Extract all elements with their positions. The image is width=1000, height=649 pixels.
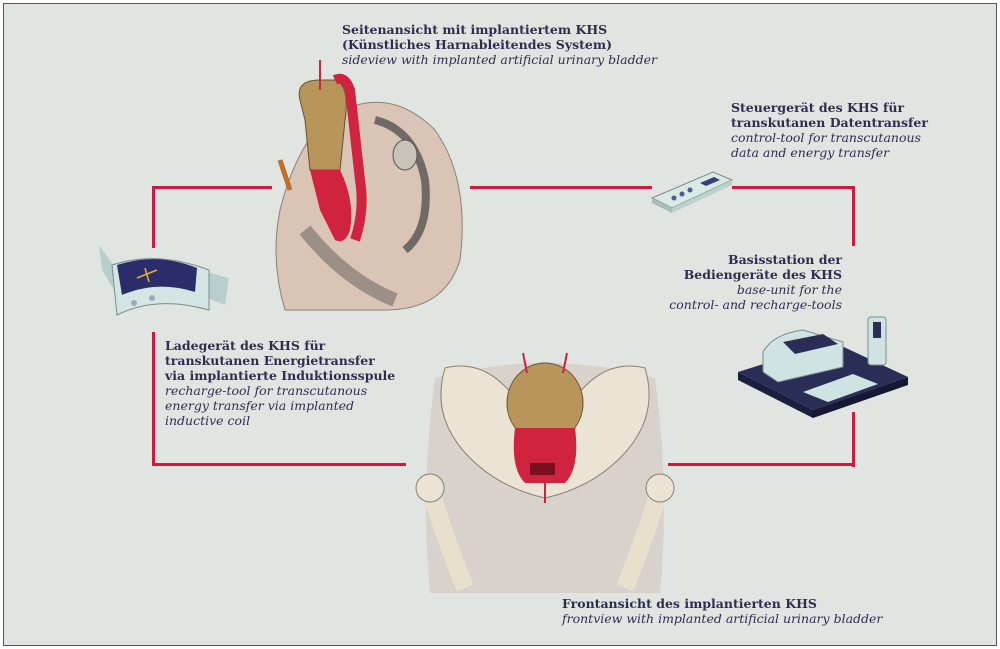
sideview-title-de-2: (Künstliches Harnableitendes System) xyxy=(342,37,612,52)
recharge-tool-title-en-2: energy transfer via implanted xyxy=(165,398,355,413)
recharge-tool-title-en: recharge-tool for transcutanous xyxy=(165,383,368,398)
base-unit-illustration xyxy=(738,316,908,418)
recharge-tool-title-en-3: inductive coil xyxy=(165,413,251,428)
base-unit-caption: Basisstation der Bediengeräte des KHS ba… xyxy=(652,252,842,312)
frontview-caption: Frontansicht des implantierten KHS front… xyxy=(562,596,882,626)
control-tool-title-en-2: data and energy transfer xyxy=(731,145,890,160)
recharge-tool-title-de-3: via implantierte Induktionsspule xyxy=(165,368,396,383)
recharge-tool-title-de-2: transkutanen Energietransfer xyxy=(165,353,375,368)
control-tool-title-en: control-tool for transcutanous xyxy=(731,130,921,145)
frontview-title-de: Frontansicht des implantierten KHS xyxy=(562,596,817,611)
sideview-illustration xyxy=(275,60,463,311)
recharge-tool-title-de: Ladegerät des KHS für xyxy=(165,338,326,353)
control-tool-illustration xyxy=(650,171,734,213)
frontview-title-en: frontview with implanted artificial urin… xyxy=(562,611,883,626)
recharge-tool-illustration xyxy=(99,245,229,316)
base-unit-title-de-2: Bediengeräte des KHS xyxy=(683,267,842,282)
recharge-tool-caption: Ladegerät des KHS für transkutanen Energ… xyxy=(165,338,395,428)
base-unit-title-de: Basisstation der xyxy=(728,252,842,267)
base-unit-title-en: base-unit for the xyxy=(736,282,842,297)
sideview-title-en: sideview with implanted artificial urina… xyxy=(342,52,658,67)
sideview-title-de: Seitenansicht mit implantiertem KHS xyxy=(342,22,608,37)
base-unit-title-en-2: control- and recharge-tools xyxy=(669,297,842,312)
sideview-caption: Seitenansicht mit implantiertem KHS (Kün… xyxy=(342,22,657,67)
frontview-illustration xyxy=(415,352,675,593)
control-tool-caption: Steuergerät des KHS für transkutanen Dat… xyxy=(731,100,928,160)
control-tool-title-de: Steuergerät des KHS für xyxy=(731,100,905,115)
control-tool-title-de-2: transkutanen Datentransfer xyxy=(731,115,928,130)
